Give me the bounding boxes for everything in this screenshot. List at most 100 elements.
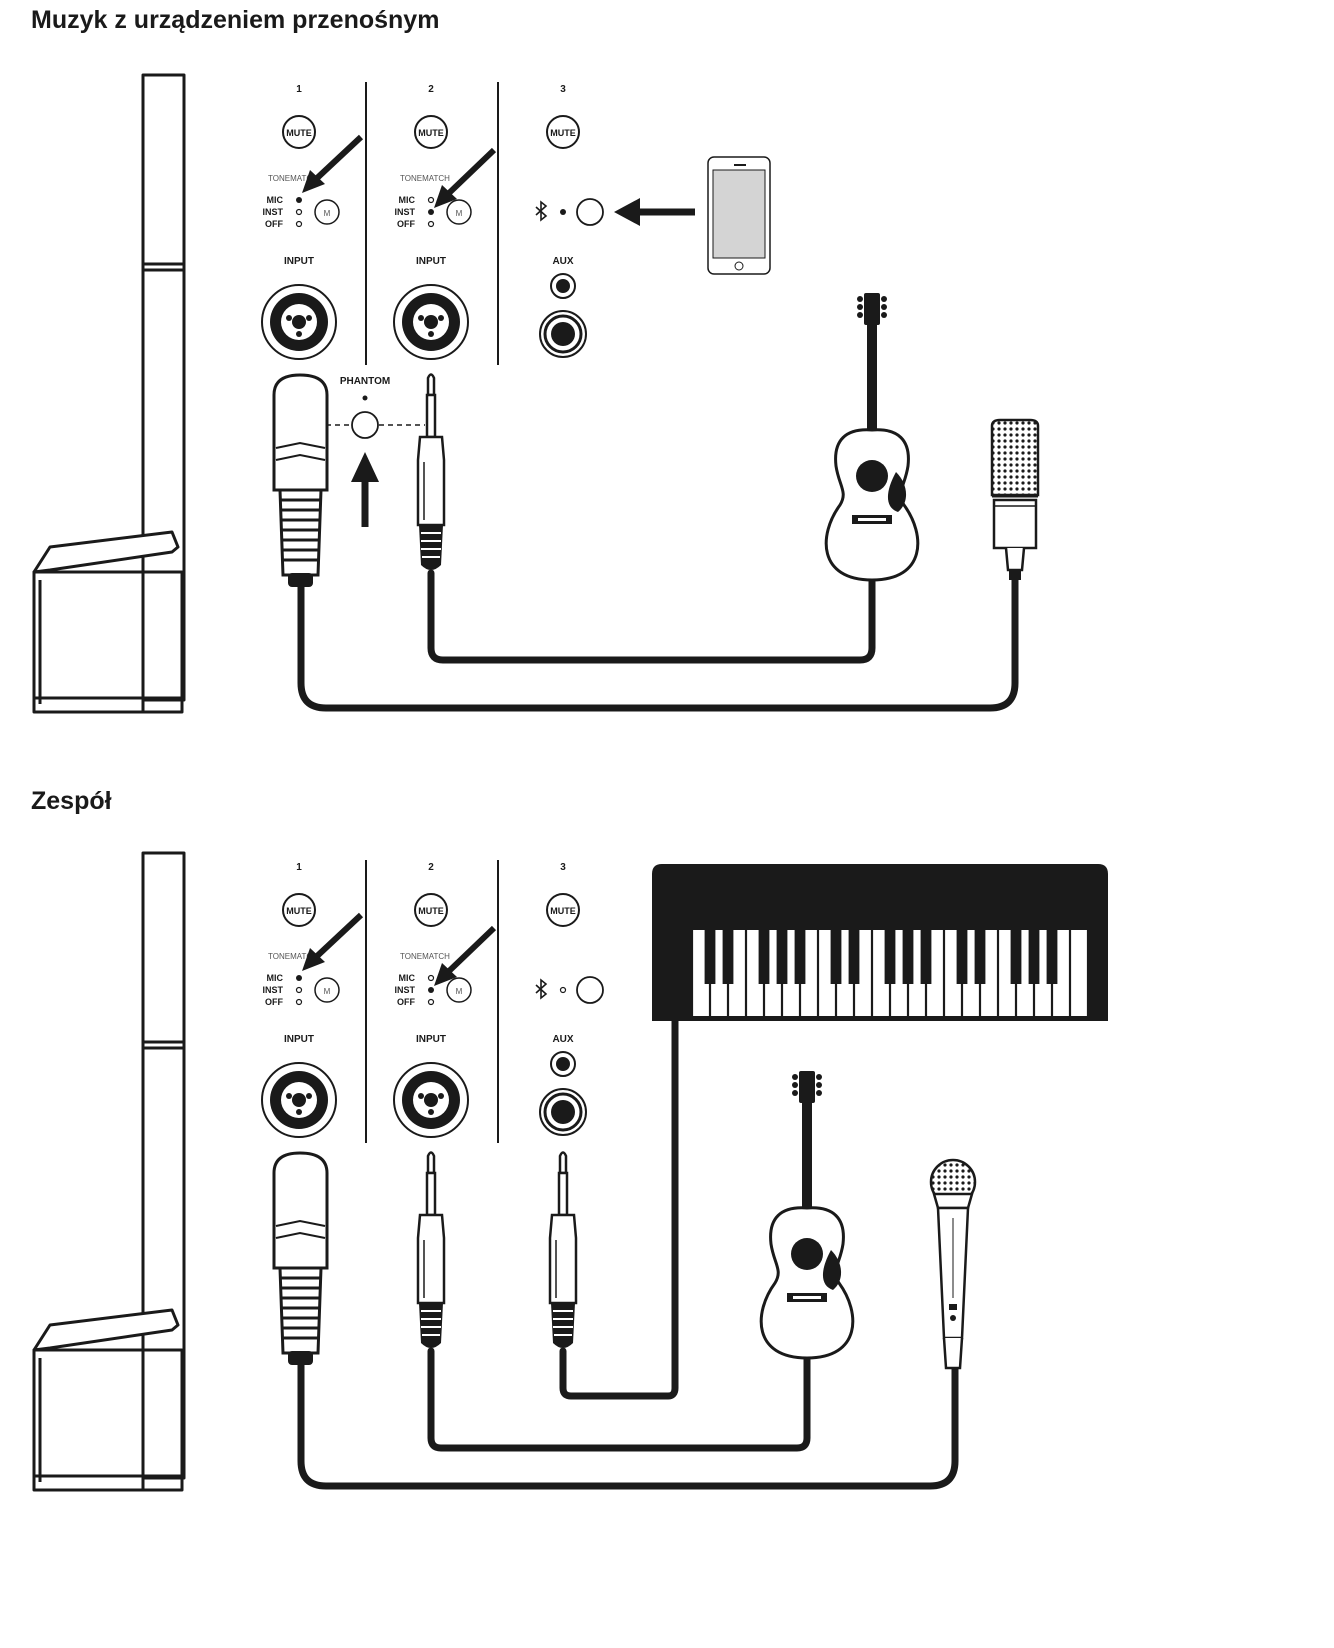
quarter-inch-plug-icon <box>416 373 446 570</box>
channel-1: 1 MUTE TONEMATCH MIC INST OFF M INPUT <box>261 84 364 360</box>
svg-text:M: M <box>324 209 331 218</box>
mute-label: MUTE <box>286 128 312 138</box>
mute-button[interactable]: MUTE <box>546 893 580 927</box>
mode-off: OFF <box>265 997 283 1007</box>
mute-button[interactable]: MUTE <box>282 893 316 927</box>
mode-led-active <box>296 975 302 981</box>
mode-mic: MIC <box>399 195 416 205</box>
svg-text:M: M <box>456 987 463 996</box>
mode-led-active <box>428 209 434 215</box>
mode-led-active <box>296 197 302 203</box>
tonematch-button[interactable]: M <box>446 977 472 1003</box>
mute-label: MUTE <box>550 906 576 916</box>
black-key <box>1028 930 1040 984</box>
black-key <box>830 930 842 984</box>
bluetooth-led <box>559 986 567 994</box>
combo-input-jack[interactable] <box>261 284 337 360</box>
portable-musician-diagram: 1 MUTE TONEMATCH MIC INST OFF M INPUT <box>32 73 1040 714</box>
channel-number: 2 <box>428 84 434 95</box>
black-key <box>758 930 770 984</box>
mode-led <box>427 196 435 204</box>
quarter-inch-plug-icon <box>416 1151 446 1348</box>
bluetooth-icon <box>535 978 548 1000</box>
arrow-icon <box>444 925 497 976</box>
combo-input-jack[interactable] <box>393 1062 469 1138</box>
black-key <box>794 930 806 984</box>
mode-mic: MIC <box>267 195 284 205</box>
acoustic-guitar-icon <box>824 293 920 582</box>
black-key <box>848 930 860 984</box>
black-key <box>974 930 986 984</box>
input-label: INPUT <box>416 256 446 267</box>
phantom-label: PHANTOM <box>340 376 390 387</box>
arrow-head-icon <box>434 963 457 986</box>
aux-jack[interactable] <box>550 1051 576 1077</box>
mode-inst: INST <box>394 207 415 217</box>
aux-label: AUX <box>552 256 573 267</box>
mode-off: OFF <box>265 219 283 229</box>
cables <box>297 1017 959 1490</box>
mode-inst: INST <box>394 985 415 995</box>
mute-label: MUTE <box>418 906 444 916</box>
arrow-head-icon <box>351 452 379 482</box>
input-label: INPUT <box>284 1034 314 1045</box>
arrow-icon <box>312 134 364 183</box>
mute-button[interactable]: MUTE <box>282 115 316 149</box>
mode-led <box>295 208 303 216</box>
mode-mic: MIC <box>267 973 284 983</box>
tonematch-button[interactable]: M <box>314 977 340 1003</box>
mode-led <box>295 220 303 228</box>
keyboard-icon <box>652 864 1108 1021</box>
acoustic-guitar-icon <box>759 1071 855 1360</box>
mode-off: OFF <box>397 997 415 1007</box>
channel-number: 2 <box>428 862 434 873</box>
channel-3: 3 MUTE AUX <box>535 862 604 1136</box>
bluetooth-led <box>560 209 566 215</box>
arrow-icon <box>444 147 497 198</box>
bluetooth-pair-button[interactable] <box>576 198 604 226</box>
mute-button[interactable]: MUTE <box>546 115 580 149</box>
black-key <box>956 930 968 984</box>
aux-jack[interactable] <box>550 273 576 299</box>
band-diagram: 1 MUTE TONEMATCH MIC INST OFF M INPUT <box>32 851 1108 1492</box>
black-key <box>884 930 896 984</box>
tonematch-button[interactable]: M <box>446 199 472 225</box>
mode-off: OFF <box>397 219 415 229</box>
cables <box>297 566 1019 712</box>
combo-input-jack[interactable] <box>393 284 469 360</box>
tonematch-button[interactable]: M <box>314 199 340 225</box>
quarter-inch-jack[interactable] <box>539 310 587 358</box>
quarter-inch-plug-icon <box>548 1151 578 1348</box>
svg-text:M: M <box>324 987 331 996</box>
channel-1: 1 MUTE TONEMATCH MIC INST OFF M INPUT <box>261 862 364 1138</box>
bluetooth-icon <box>535 200 548 222</box>
black-key <box>704 930 716 984</box>
section-title-band: Zespół <box>31 787 112 815</box>
mute-label: MUTE <box>418 128 444 138</box>
xlr-connector-icon <box>272 1151 329 1365</box>
input-label: INPUT <box>284 256 314 267</box>
arrow-head-icon <box>614 198 640 226</box>
channel-number: 3 <box>560 84 566 95</box>
channel-number: 3 <box>560 862 566 873</box>
black-key <box>776 930 788 984</box>
mute-label: MUTE <box>550 128 576 138</box>
speaker-tower-icon <box>32 73 186 714</box>
bluetooth-pair-button[interactable] <box>576 976 604 1004</box>
quarter-inch-jack[interactable] <box>539 1088 587 1136</box>
arrow-icon <box>312 912 364 961</box>
section-title-portable: Muzyk z urządzeniem przenośnym <box>31 6 440 34</box>
combo-input-jack[interactable] <box>261 1062 337 1138</box>
condenser-microphone-icon <box>990 418 1040 580</box>
phantom-button[interactable] <box>351 411 379 439</box>
black-key <box>920 930 932 984</box>
tonematch-label: TONEMATCH <box>268 174 318 183</box>
mode-mic: MIC <box>399 973 416 983</box>
mute-button[interactable]: MUTE <box>414 893 448 927</box>
smartphone-icon <box>707 156 771 275</box>
mode-led <box>295 998 303 1006</box>
mode-led <box>427 974 435 982</box>
svg-text:M: M <box>456 209 463 218</box>
mode-led <box>427 220 435 228</box>
mute-button[interactable]: MUTE <box>414 115 448 149</box>
